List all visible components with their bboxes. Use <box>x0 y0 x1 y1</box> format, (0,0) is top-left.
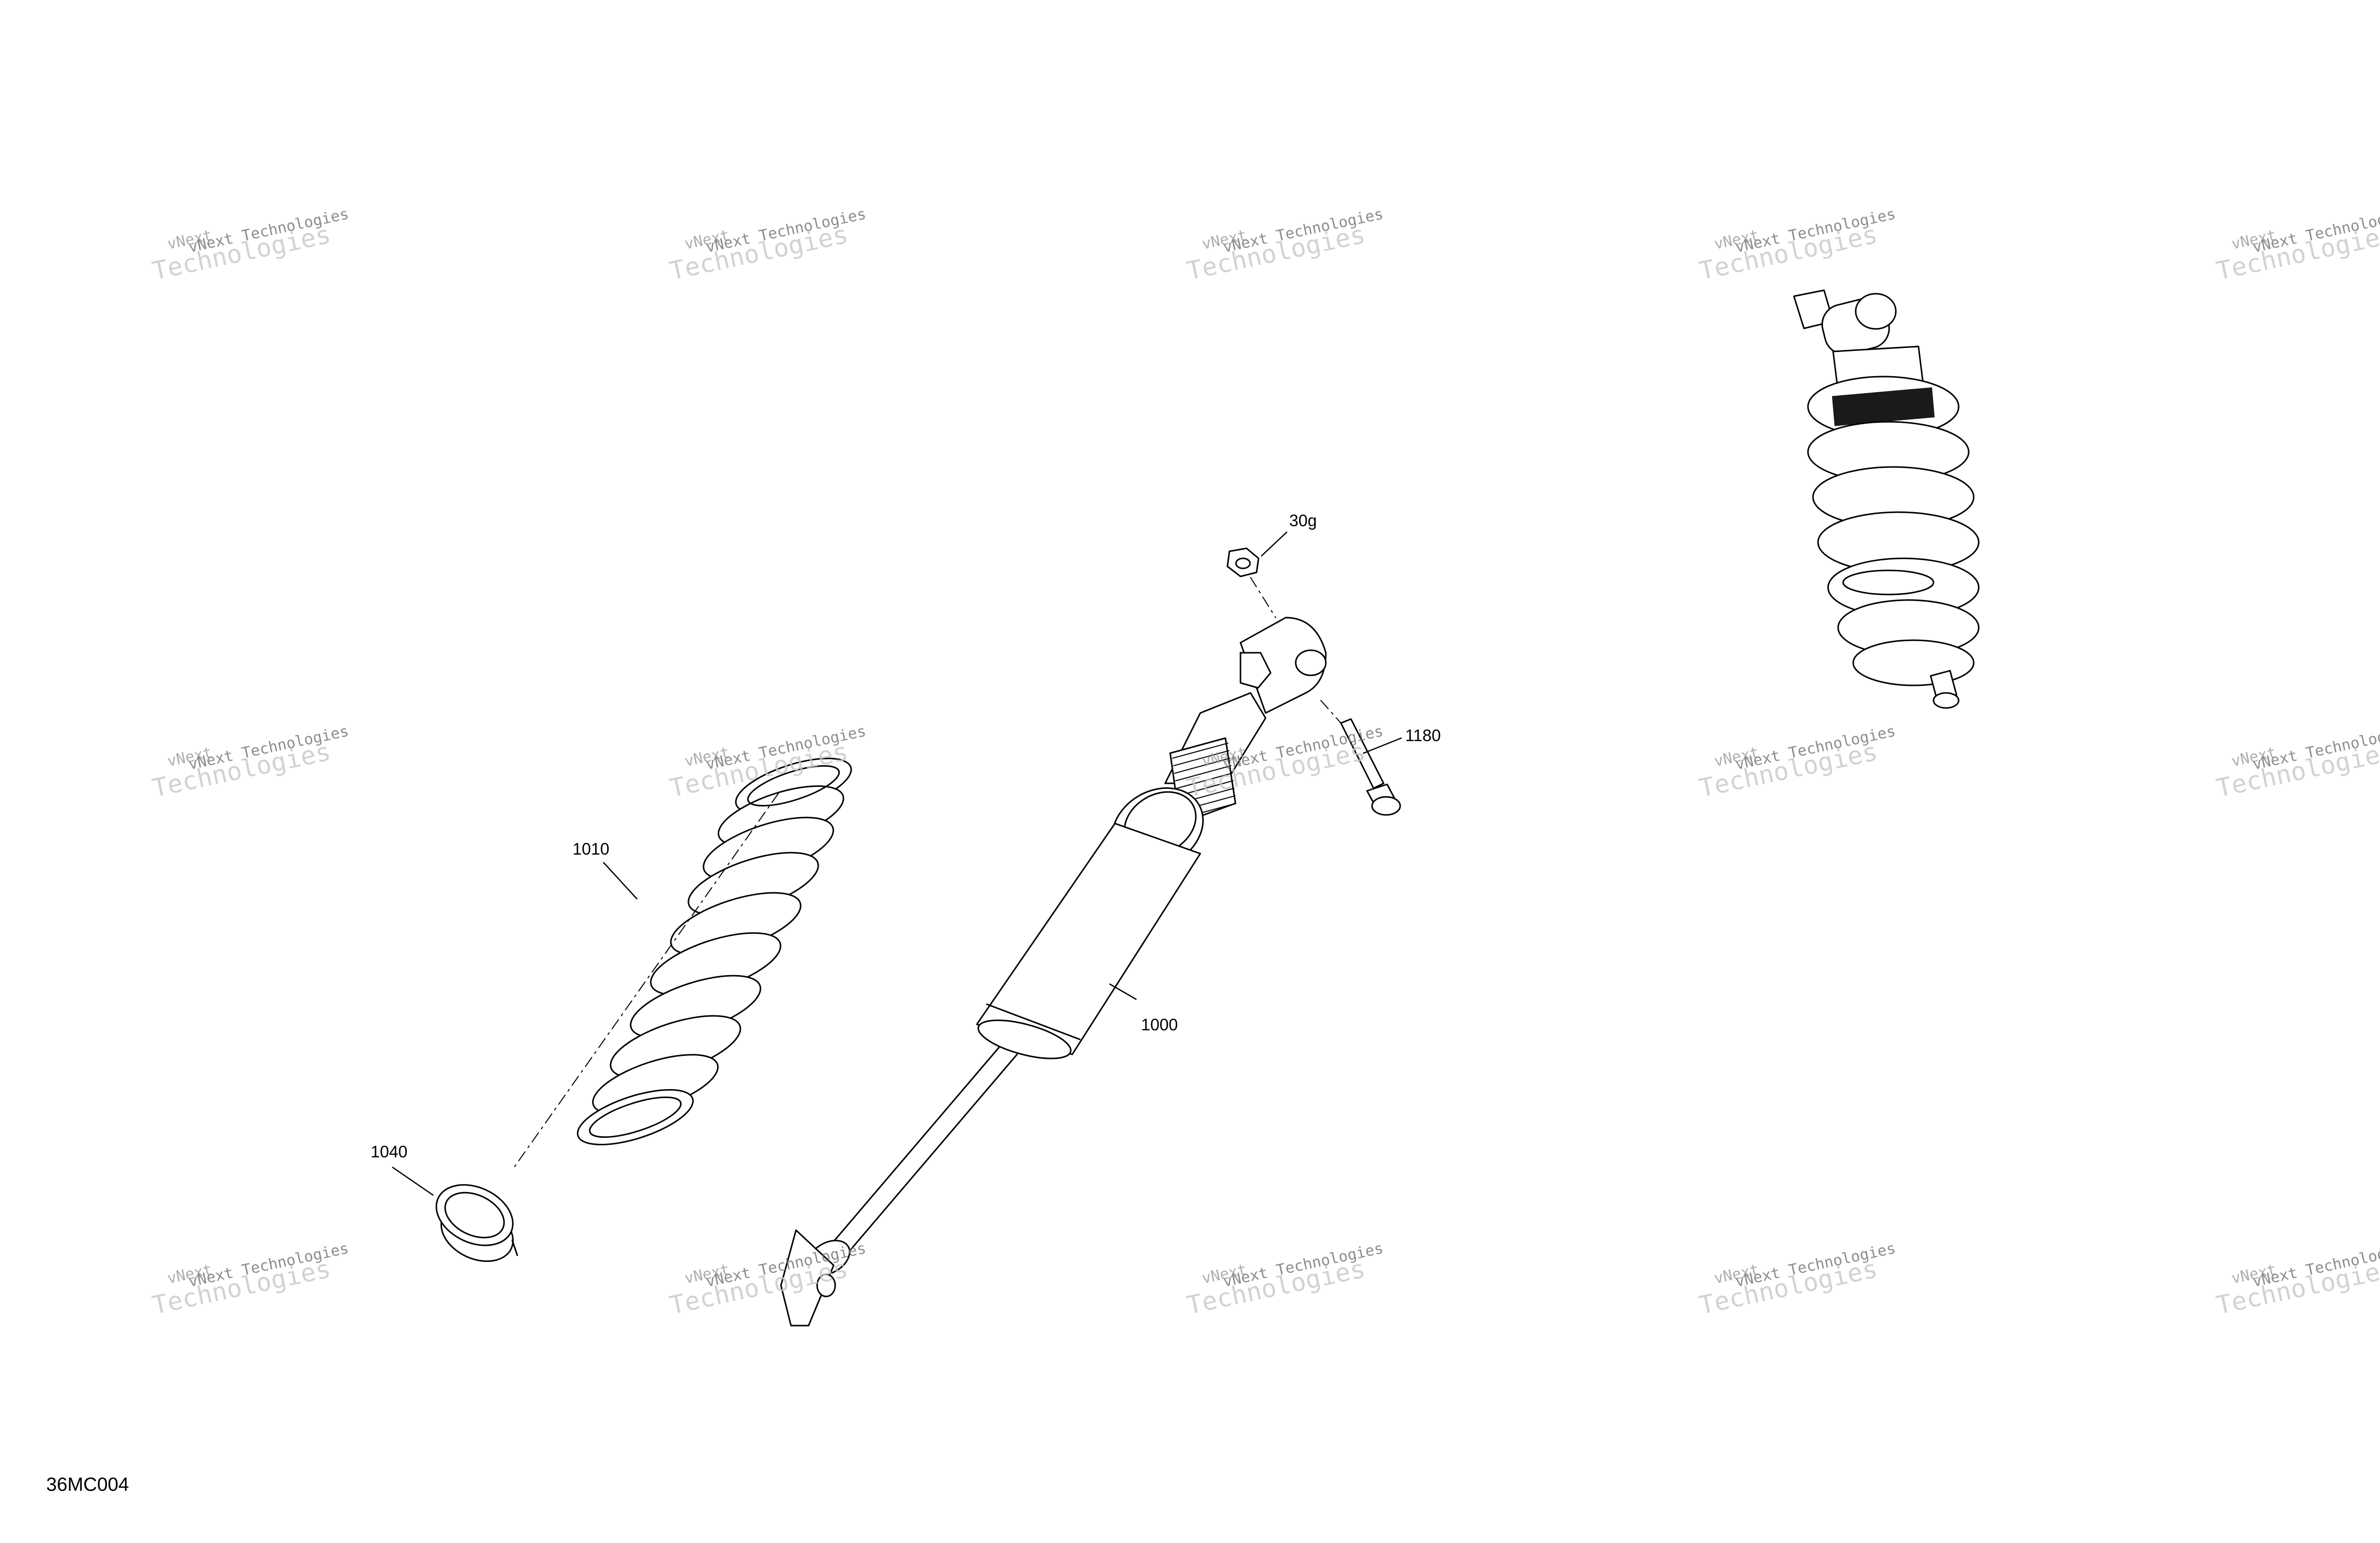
callout-nut: 30g <box>1289 511 1317 530</box>
lock-nut-part <box>1226 547 1260 577</box>
callout-spring-stopper: 1040 <box>371 1142 408 1161</box>
assembled-shock-thumbnail <box>1793 289 1980 709</box>
figure-code: 36MC004 <box>46 1474 129 1495</box>
callout-bolt: 1180 <box>1405 726 1441 745</box>
callout-spring: 1010 <box>573 840 610 858</box>
bolt-part <box>1340 718 1401 816</box>
shock-absorber-part <box>780 617 1327 1327</box>
coil-spring-part <box>577 757 852 1146</box>
spring-stopper-part <box>435 1184 518 1262</box>
callout-shock: 1000 <box>1141 1015 1178 1034</box>
